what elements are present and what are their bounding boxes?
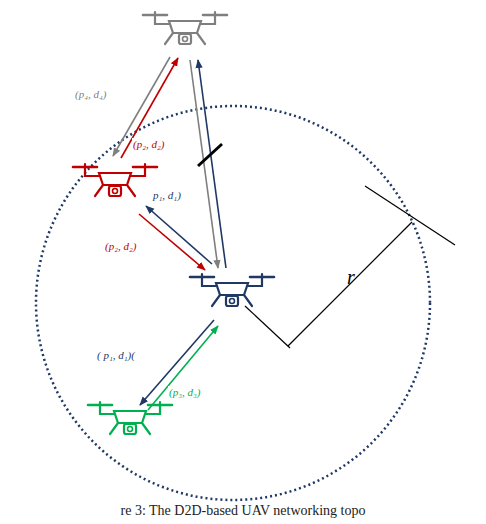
coverage-circle [36,106,430,500]
uav-icon [88,402,172,434]
link-arrow [198,60,226,268]
link-label: (p₂, d₂) [132,138,165,151]
uav-icon [190,274,274,306]
link-label: (p₄, d₄) [74,88,107,101]
blocked-mark [198,144,222,166]
link-label: ( p₁, d₁)( [96,349,136,362]
figure-caption: re 3: The D2D-based UAV networking topo [121,503,366,519]
link-arrow [148,326,218,410]
radius-label: r [346,266,356,288]
link-arrow [139,214,205,270]
link-arrow [190,60,218,268]
link-arrow [140,320,214,405]
radius-dimension [245,186,455,348]
link-label: (p₃, d₃) [168,386,201,399]
link-label: p₁, d₁) [152,189,182,202]
uav-icon [143,12,227,44]
link-label: (p₂, d₂) [104,240,137,253]
link-arrow [113,57,170,156]
link-arrow [146,206,212,264]
uav-icon [73,164,157,196]
link-arrow [121,58,178,158]
